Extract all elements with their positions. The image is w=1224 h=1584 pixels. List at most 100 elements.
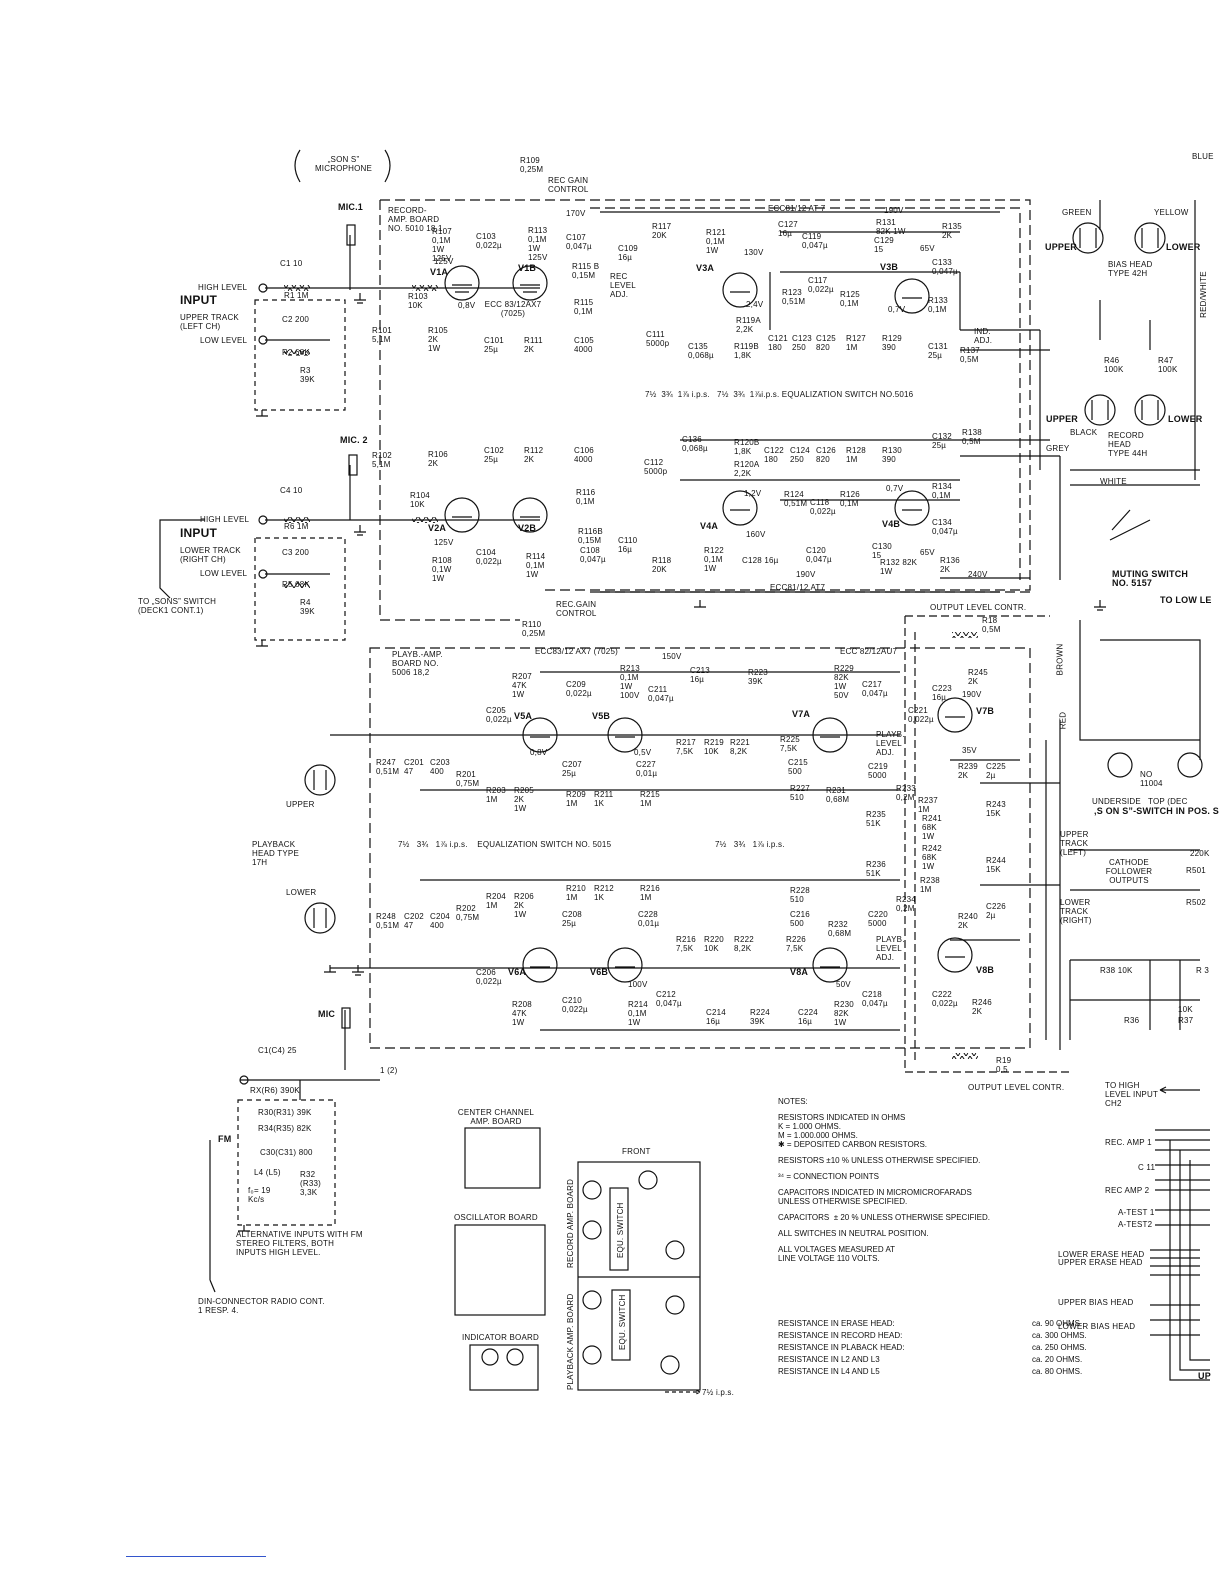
comp-c228: C228 0,01µ: [638, 910, 660, 928]
playb-level-adj-2: PLAYB. LEVEL ADJ.: [876, 935, 905, 962]
comp-r119b: R119B 1,8K: [734, 342, 759, 360]
comp-r36: R36: [1124, 1016, 1140, 1025]
tube-v2a: V2A: [428, 523, 447, 533]
comp-c119: C119 0,047µ: [802, 232, 828, 250]
switch-no-11004: NO 11004: [1140, 770, 1163, 788]
tube-v4b: V4B: [882, 519, 901, 529]
comp-r5: R5 68K: [282, 580, 310, 589]
comp-c215: C215 500: [788, 758, 808, 776]
resistance-row: RESISTANCE IN RECORD HEAD:ca. 300 OHMS.: [778, 1331, 1087, 1340]
comp-r138: R138 0,5M: [962, 428, 982, 446]
comp-c131: C131 25µ: [928, 342, 948, 360]
comp-r116: R116 0,1M: [576, 488, 596, 506]
volt-100v: 100V: [628, 980, 648, 989]
upper-erase-label: UPPER ERASE HEAD: [1058, 1258, 1143, 1267]
comp-r102: R102 5,1M: [372, 451, 392, 469]
comp-r47: R47 100K: [1158, 356, 1178, 374]
comp-c217: C217 0,047µ: [862, 680, 888, 698]
note-resistor-tolerance: RESISTORS ±10 % UNLESS OTHERWISE SPECIFI…: [778, 1156, 981, 1165]
comp-r126: R126 0,1M: [840, 490, 860, 508]
upper-bias-label: UPPER BIAS HEAD: [1058, 1298, 1134, 1307]
bias-lower-label: LOWER: [1166, 242, 1201, 252]
ecc83-play-label: ECC83/12 AX7 (7025): [535, 647, 618, 656]
comp-c136: C136 0,068µ: [682, 435, 708, 453]
comp-r231: R231 0,68M: [826, 786, 850, 804]
comp-c208: C208 25µ: [562, 910, 582, 928]
comp-r219: R219 10K: [704, 738, 724, 756]
wire-white: WHITE: [1100, 477, 1127, 486]
comp-c4: C4 10: [280, 486, 303, 495]
comp-r227: R227 510: [790, 784, 810, 802]
comp-r223: R223 39K: [748, 668, 768, 686]
comp-c129: C129 15: [874, 236, 894, 254]
record-lower-label: LOWER: [1168, 414, 1203, 424]
comp-f0: f₀= 19 Kc/s: [248, 1186, 271, 1204]
comp-c223: C223 16µ: [932, 684, 952, 702]
comp-220k: 220K: [1190, 849, 1210, 858]
comp-c110: C110 16µ: [618, 536, 638, 554]
indicator-board-box: [469, 1344, 539, 1391]
comp-r18: R18 0,5M: [982, 616, 1001, 634]
comp-c108: C108 0,047µ: [580, 546, 606, 564]
comp-r501: R501: [1186, 866, 1206, 875]
comp-c105: C105 4000: [574, 336, 594, 354]
tube-v5b: V5B: [592, 711, 611, 721]
alternative-inputs-label: ALTERNATIVE INPUTS WITH FM STEREO FILTER…: [236, 1230, 363, 1257]
wire-yellow: YELLOW: [1154, 208, 1189, 217]
comp-r230: R230 82K 1W: [834, 1000, 854, 1027]
volt-2-4v: 2,4V: [746, 300, 764, 309]
comp-c125: C125 820: [816, 334, 836, 352]
comp-r3: R3 39K: [300, 366, 315, 384]
comp-c103: C103 0,022µ: [476, 232, 502, 250]
low-level-label-2: LOW LEVEL: [200, 569, 248, 578]
comp-r137: R137 0,5M: [960, 346, 980, 364]
wire-brown: BROWN: [1055, 643, 1065, 676]
comp-c2: C2 200: [282, 315, 309, 324]
bottom-rule: [126, 1556, 266, 1557]
comp-c207: C207 25µ: [562, 760, 582, 778]
comp-r246: R246 2K: [972, 998, 992, 1016]
comp-c218: C218 0,047µ: [862, 990, 888, 1008]
tube-v4a: V4A: [700, 521, 719, 531]
comp-r113: R113 0,1M 1W 125V: [528, 226, 548, 262]
lower-play-label: LOWER: [286, 888, 317, 897]
high-level-label-2: HIGH LEVEL: [200, 515, 250, 524]
volt-65v-bottom: 65V: [920, 548, 935, 557]
comp-r120b: R120B 1,8K: [734, 438, 760, 456]
comp-r210: R210 1M: [566, 884, 586, 902]
board-layout-box: [577, 1161, 701, 1391]
comp-r115b: R115 B 0,15M: [572, 262, 600, 280]
ecc81-bottom-label: ECC81/12 AT7: [770, 583, 826, 592]
comp-c109: C109 16µ: [618, 244, 638, 262]
bias-head-label: BIAS HEAD TYPE 42H: [1108, 260, 1153, 278]
resistance-row: RESISTANCE IN PLABACK HEAD:ca. 250 OHMS.: [778, 1343, 1087, 1352]
comp-c1: C1 10: [280, 259, 303, 268]
comp-r32-r33: R32 (R33) 3,3K: [300, 1170, 322, 1197]
comp-c209: C209 0,022µ: [566, 680, 592, 698]
wire-blue: BLUE: [1192, 152, 1214, 161]
comp-r1: R1 1M: [284, 291, 309, 300]
mic-bottom-label: MIC: [318, 1009, 336, 1019]
note-switches: ALL SWITCHES IN NEUTRAL POSITION.: [778, 1229, 929, 1238]
volt-190v-play: 190V: [962, 690, 982, 699]
volt-0-7v-top: 0,7V: [888, 305, 906, 314]
fm-filter-box: [237, 1099, 336, 1226]
center-channel-board-box: [464, 1127, 541, 1189]
comp-c122: C122 180: [764, 446, 784, 464]
comp-r4: R4 39K: [300, 598, 315, 616]
comp-r101: R101 5,1M: [372, 326, 392, 344]
comp-c212: C212 0,047µ: [656, 990, 682, 1008]
notes-heading: NOTES:: [778, 1097, 808, 1106]
comp-r19: R19 0,5: [996, 1056, 1012, 1074]
comp-c225: C225 2µ: [986, 762, 1006, 780]
comp-c213: C213 16µ: [690, 666, 710, 684]
comp-c224: C224 16µ: [798, 1008, 818, 1026]
rec-gain-control-bottom: REC.GAIN CONTROL: [556, 600, 597, 618]
tube-v3a: V3A: [696, 263, 715, 273]
comp-r128: R128 1M: [846, 446, 866, 464]
comp-c205: C205 0,022µ: [486, 706, 512, 724]
comp-c216: C216 500: [790, 910, 810, 928]
sons-microphone-label: „SON S” MICROPHONE: [314, 155, 373, 173]
eq-switch-5015-label: 7½ 3¾ 1⅞ i.p.s. EQUALIZATION SWITCH NO. …: [398, 840, 612, 849]
